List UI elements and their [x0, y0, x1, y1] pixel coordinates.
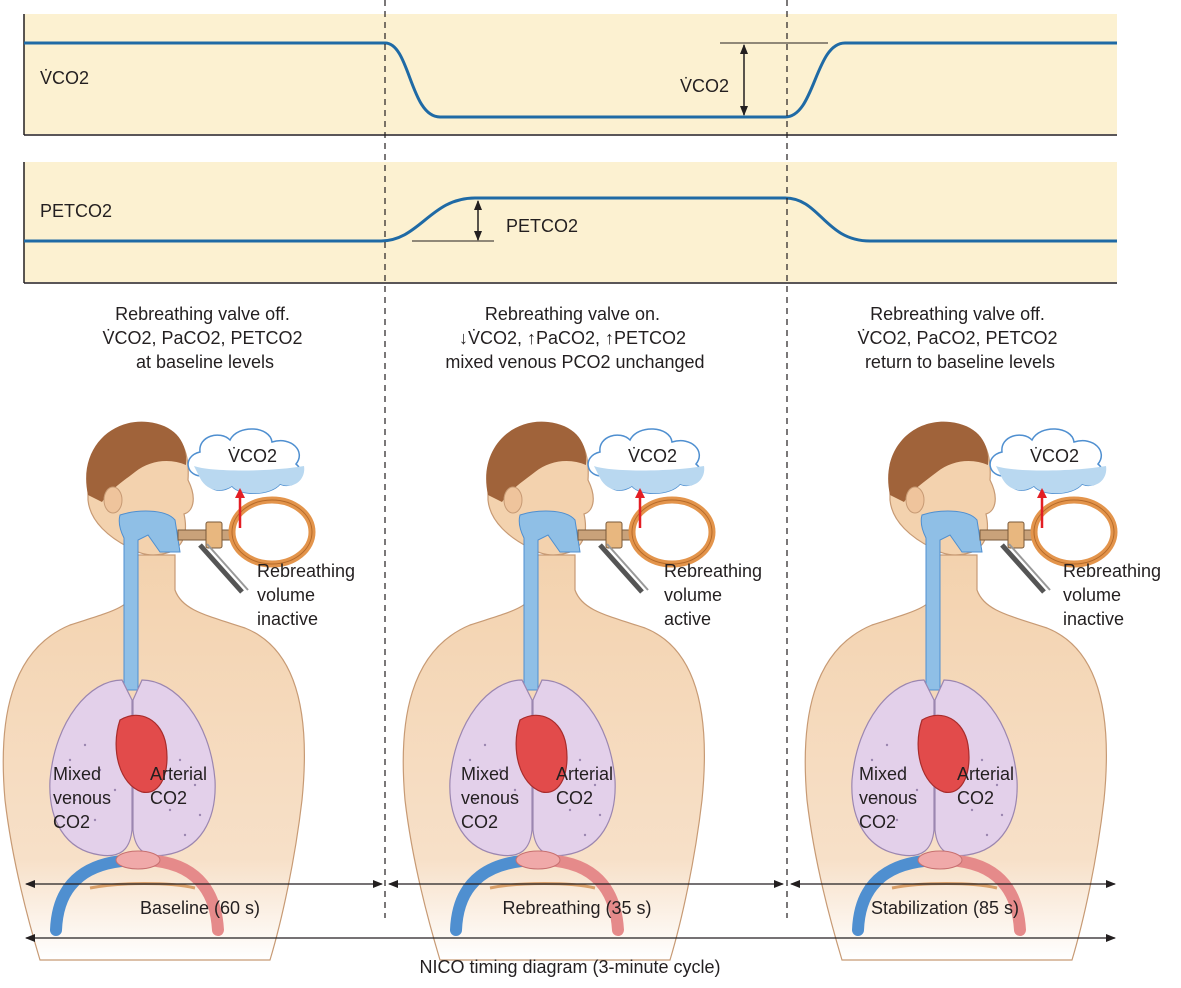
phase-rebreathing: Rebreathing valve on. ↓V̇CO2, ↑PaCO2, ↑P…	[403, 304, 767, 960]
arterial-label-line: CO2	[957, 788, 994, 808]
svg-text:Rebreathing volume: Rebreathing volume inactive	[257, 561, 360, 629]
phase-caption-line: V̇CO2, PaCO2, PETCO2	[102, 328, 302, 348]
arterial-label-line: Arterial	[957, 764, 1014, 784]
patient-figure	[403, 422, 712, 960]
arterial-label-line: Arterial	[556, 764, 613, 784]
arterial-label-line: CO2	[556, 788, 593, 808]
patient-figure	[3, 422, 312, 960]
phase-caption-line: mixed venous PCO2 unchanged	[445, 352, 704, 372]
status-line: Rebreathing	[257, 561, 355, 581]
cloud-label: V̇CO2	[228, 446, 277, 466]
svg-text:Rebreathing valve off. V: Rebreathing valve off. V̇CO2, PaCO2, PET…	[857, 304, 1062, 372]
status-line: volume	[664, 585, 722, 605]
svg-text:Rebreathing valve off. V: Rebreathing valve off. V̇CO2, PaCO2, PET…	[102, 304, 307, 372]
venous-label-line: venous	[859, 788, 917, 808]
venous-label-line: Mixed	[859, 764, 907, 784]
duration-label-stabilization: Stabilization (85 s)	[871, 898, 1019, 918]
status-line: volume	[257, 585, 315, 605]
duration-label-rebreathing: Rebreathing (35 s)	[502, 898, 651, 918]
status-line: inactive	[257, 609, 318, 629]
venous-label-line: CO2	[461, 812, 498, 832]
phase-caption-line: ↓V̇CO2, ↑PaCO2, ↑PETCO2	[459, 328, 686, 348]
arterial-label-line: Arterial	[150, 764, 207, 784]
venous-label-line: Mixed	[461, 764, 509, 784]
vco2-left-label: V̇CO2	[40, 68, 89, 88]
petco2-graph: PETCO2 PETCO2	[24, 162, 1117, 283]
status-line: inactive	[1063, 609, 1124, 629]
phase-caption-line: V̇CO2, PaCO2, PETCO2	[857, 328, 1057, 348]
svg-text:Rebreathing valve on. ↓V: Rebreathing valve on. ↓V̇CO2, ↑PaCO2, ↑P…	[445, 304, 704, 372]
svg-text:Rebreathing volume: Rebreathing volume active	[664, 561, 767, 629]
svg-text:Rebreathing volume: Rebreathing volume inactive	[1063, 561, 1166, 629]
phase-stabilization: Rebreathing valve off. V̇CO2, PaCO2, PET…	[805, 304, 1166, 960]
status-line: Rebreathing	[1063, 561, 1161, 581]
patient-figure	[805, 422, 1114, 960]
phase-caption-line: at baseline levels	[136, 352, 274, 372]
status-line: active	[664, 609, 711, 629]
venous-label-line: CO2	[53, 812, 90, 832]
petco2-left-label: PETCO2	[40, 201, 112, 221]
venous-label-line: venous	[53, 788, 111, 808]
phase-caption-line: Rebreathing valve off.	[115, 304, 290, 324]
venous-label-line: venous	[461, 788, 519, 808]
status-line: Rebreathing	[664, 561, 762, 581]
phase-caption-line: Rebreathing valve off.	[870, 304, 1045, 324]
petco2-delta-label: PETCO2	[506, 216, 578, 236]
vco2-graph: V̇CO2 V̇CO2	[24, 14, 1117, 135]
cloud-label: V̇CO2	[628, 446, 677, 466]
phase-caption-line: return to baseline levels	[865, 352, 1055, 372]
venous-label-line: Mixed	[53, 764, 101, 784]
phase-baseline: Rebreathing valve off. V̇CO2, PaCO2, PET…	[3, 304, 360, 960]
duration-label-baseline: Baseline (60 s)	[140, 898, 260, 918]
status-line: volume	[1063, 585, 1121, 605]
vco2-delta-label: V̇CO2	[680, 76, 729, 96]
venous-label-line: CO2	[859, 812, 896, 832]
cloud-label: V̇CO2	[1030, 446, 1079, 466]
footer-caption: NICO timing diagram (3-minute cycle)	[419, 957, 720, 977]
phase-caption-line: Rebreathing valve on.	[485, 304, 660, 324]
arterial-label-line: CO2	[150, 788, 187, 808]
